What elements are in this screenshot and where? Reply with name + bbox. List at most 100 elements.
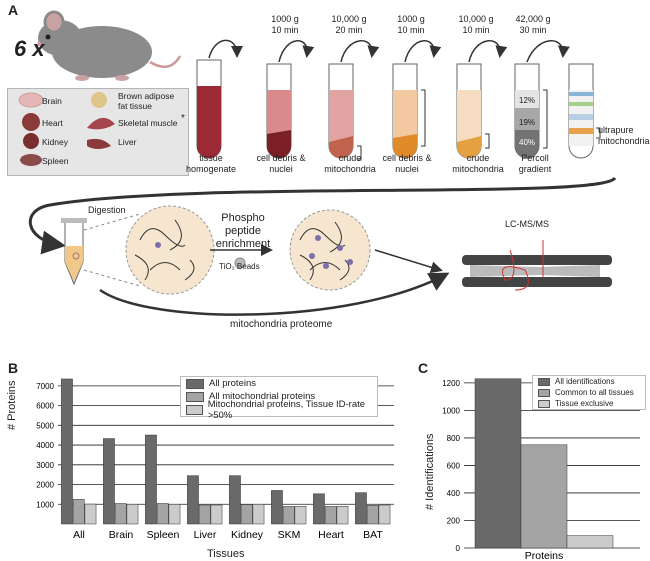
- b-bar-spleen-1: [156, 503, 169, 525]
- c-legend-exclusive: Tissue exclusive: [555, 399, 614, 408]
- tube-label-1: tissue homogenate: [186, 153, 237, 174]
- b-xtick-label: All: [73, 529, 85, 541]
- tissue-heart: Heart: [42, 118, 63, 128]
- b-bar-liver-1: [198, 504, 211, 525]
- tissue-kidney: Kidney: [42, 137, 68, 147]
- legend-all-proteins: All proteins: [209, 378, 256, 389]
- b-xtick-label: Liver: [194, 529, 217, 541]
- b-ylabel: # Proteins: [6, 380, 18, 430]
- b-ytick-label: 1000: [36, 500, 54, 509]
- legend-swatch-mito: [186, 391, 204, 402]
- tube-label-6: Percoll gradient: [518, 153, 552, 174]
- b-bar-liver-2: [210, 504, 223, 525]
- legend-tissue-id: Mitochondrial proteins, Tissue ID-rate >…: [207, 398, 366, 421]
- tissue-liver: Liver: [118, 137, 137, 147]
- b-bar-kidney-0: [229, 475, 241, 525]
- tube-label-4: cell debris & nuclei: [382, 153, 432, 174]
- tube-crude-1: [328, 63, 362, 161]
- beads-label: TiO₂ Beads: [219, 262, 260, 271]
- mouse-icon: [37, 10, 182, 81]
- skm-asterisk: *: [181, 113, 185, 124]
- panel-a-label: A: [8, 2, 19, 18]
- legend-mito-proteins: All mitochondrial proteins: [209, 391, 316, 402]
- b-legend: All proteins All mitochondrial proteins …: [180, 376, 378, 421]
- c-ytick-label: 1200: [442, 379, 460, 388]
- c-bar-0: [474, 378, 522, 549]
- b-bar-skm-0: [271, 490, 283, 525]
- b-bar-liver-0: [187, 475, 199, 525]
- tio2-bead-icon: [234, 257, 246, 269]
- ultrapure-label: ultrapure mitochondria: [598, 125, 650, 146]
- b-ytick-label: 7000: [36, 382, 54, 391]
- c-legend-swatch-exclusive: [538, 399, 550, 408]
- b-bar-brain-2: [126, 504, 139, 525]
- b-bar-all-2: [84, 503, 97, 525]
- spin-label-3: 1000 g 10 min: [397, 14, 425, 35]
- panel-b-label: B: [8, 360, 19, 376]
- tissue-bat: Brown adipose fat tissue: [118, 91, 175, 111]
- b-ytick-label: 5000: [36, 421, 54, 430]
- c-ytick-label: 800: [447, 434, 461, 443]
- b-bar-kidney-1: [240, 504, 253, 525]
- spin-label-2: 10,000 g 20 min: [331, 14, 367, 35]
- c-ytick-label: 0: [456, 544, 461, 553]
- legend-swatch-all-proteins: [186, 378, 204, 389]
- c-legend-all: All identifications: [555, 377, 615, 386]
- tube-debris-2: [392, 63, 426, 159]
- spin-label-5: 42,000 g 30 min: [515, 14, 551, 35]
- c-legend-swatch-all: [538, 377, 550, 386]
- ms-instrument-icon: [462, 240, 612, 291]
- b-ytick-label: 4000: [36, 441, 54, 450]
- tube-debris-1: [266, 63, 292, 159]
- c-ytick-label: 1000: [442, 406, 460, 415]
- tissue-spleen: Spleen: [42, 156, 69, 166]
- b-bar-heart-0: [313, 493, 325, 525]
- b-bar-kidney-2: [252, 504, 265, 525]
- b-xtick-label: Brain: [109, 529, 134, 541]
- proteomics-workflow: [28, 176, 617, 316]
- tube-label-3: crude mitochondria: [324, 153, 376, 174]
- panel-c-label: C: [418, 360, 429, 376]
- c-xtick-label: Proteins: [525, 550, 564, 560]
- percoll-19: 19%: [519, 118, 536, 127]
- b-bar-bat-2: [378, 504, 391, 525]
- b-bar-heart-2: [336, 505, 349, 525]
- replicate-count: 6 x: [14, 36, 45, 61]
- b-xtick-label: Heart: [318, 529, 344, 541]
- c-legend-common: Common to all tissues: [555, 388, 634, 397]
- peptide-mix-icon: [125, 205, 215, 295]
- b-xtick-label: Spleen: [147, 529, 180, 541]
- tube-label-2: cell debris & nuclei: [256, 153, 306, 174]
- c-legend-swatch-common: [538, 388, 550, 397]
- tube-ultrapure: [568, 63, 601, 159]
- b-ytick-label: 3000: [36, 461, 54, 470]
- digestion-label: Digestion: [88, 205, 126, 215]
- c-bar-2: [566, 535, 614, 549]
- b-bar-brain-0: [103, 438, 115, 525]
- b-bar-brain-1: [114, 503, 127, 525]
- c-legend: All identifications Common to all tissue…: [532, 375, 646, 410]
- lcms-label: LC-MS/MS: [505, 219, 550, 229]
- centrifugation-steps: [196, 39, 601, 161]
- c-ytick-label: 200: [447, 516, 461, 525]
- tube-label-5: crude mitochondria: [452, 153, 504, 174]
- b-ytick-label: 2000: [36, 481, 54, 490]
- b-bar-bat-0: [355, 492, 367, 525]
- b-bar-heart-1: [324, 506, 337, 525]
- spin-label-4: 10,000 g 10 min: [458, 14, 494, 35]
- tissue-skm: Skeletal muscle: [118, 118, 178, 128]
- b-xtick-label: Kidney: [231, 529, 264, 541]
- b-xlabel: Tissues: [207, 548, 245, 560]
- b-bar-all-0: [61, 378, 73, 525]
- b-bar-bat-1: [366, 505, 379, 525]
- proteome-label: mitochondria proteome: [230, 319, 333, 330]
- b-bar-spleen-0: [145, 434, 157, 525]
- c-bar-1: [520, 444, 568, 549]
- b-bar-skm-1: [282, 506, 295, 525]
- percoll-40: 40%: [519, 138, 536, 147]
- c-ytick-label: 400: [447, 489, 461, 498]
- tissue-icons: [18, 92, 115, 166]
- digestion-tube-icon: [61, 218, 87, 286]
- tube-percoll: [514, 63, 548, 159]
